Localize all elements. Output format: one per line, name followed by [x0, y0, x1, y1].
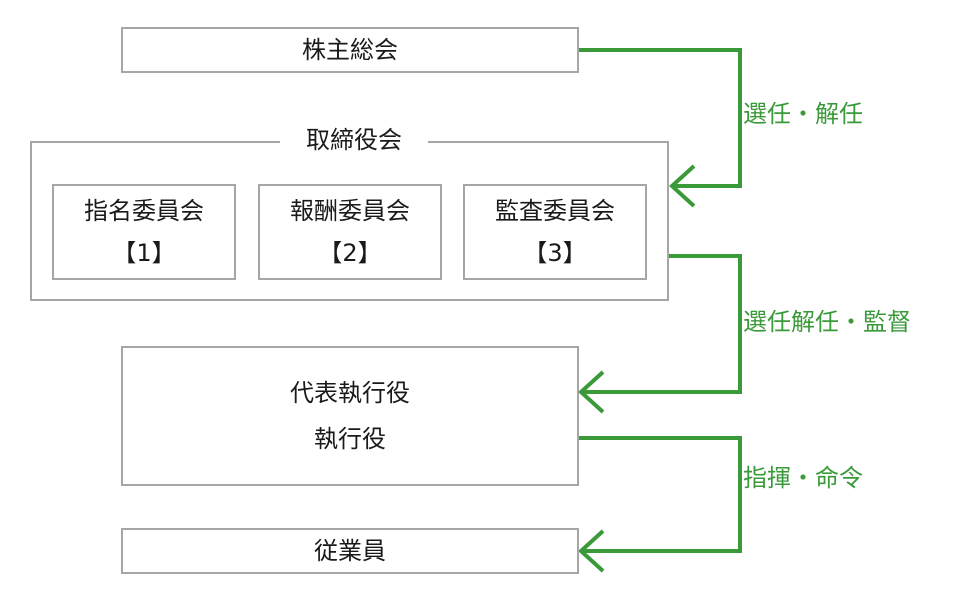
arrow-head-executives	[578, 370, 605, 414]
committee-note: 【3】	[523, 239, 587, 267]
board-of-directors-title: 取締役会	[306, 126, 402, 154]
arrow-head-board	[669, 164, 696, 208]
relation-label-command: 指揮・命令	[743, 464, 863, 492]
executive-officers-box: 代表執行役 執行役	[121, 346, 579, 486]
arrow-head-employees	[578, 529, 605, 573]
employees-box: 従業員	[121, 528, 579, 574]
nomination-committee-box: 指名委員会 【1】	[52, 184, 236, 280]
audit-committee-box: 監査委員会 【3】	[463, 184, 647, 280]
committee-name: 監査委員会	[495, 197, 615, 225]
board-of-directors-title-wrap: 取締役会	[280, 123, 428, 157]
relation-label-appoint-dismiss-supervise: 選任解任・監督	[743, 308, 911, 336]
employees-label: 従業員	[314, 537, 386, 565]
arrow-executives-to-employees	[579, 436, 742, 553]
shareholders-meeting-box: 株主総会	[121, 27, 579, 73]
committee-note: 【2】	[318, 239, 382, 267]
committee-name: 指名委員会	[84, 197, 204, 225]
relation-label-appoint-dismiss: 選任・解任	[743, 100, 863, 128]
committee-name: 報酬委員会	[290, 197, 410, 225]
committee-note: 【1】	[112, 239, 176, 267]
arrow-shareholders-to-board	[579, 48, 742, 188]
shareholders-meeting-label: 株主総会	[302, 36, 398, 64]
arrow-board-to-executives	[581, 254, 742, 394]
executive-officer-label: 執行役	[314, 425, 386, 453]
compensation-committee-box: 報酬委員会 【2】	[258, 184, 442, 280]
representative-executive-officer-label: 代表執行役	[290, 379, 410, 407]
